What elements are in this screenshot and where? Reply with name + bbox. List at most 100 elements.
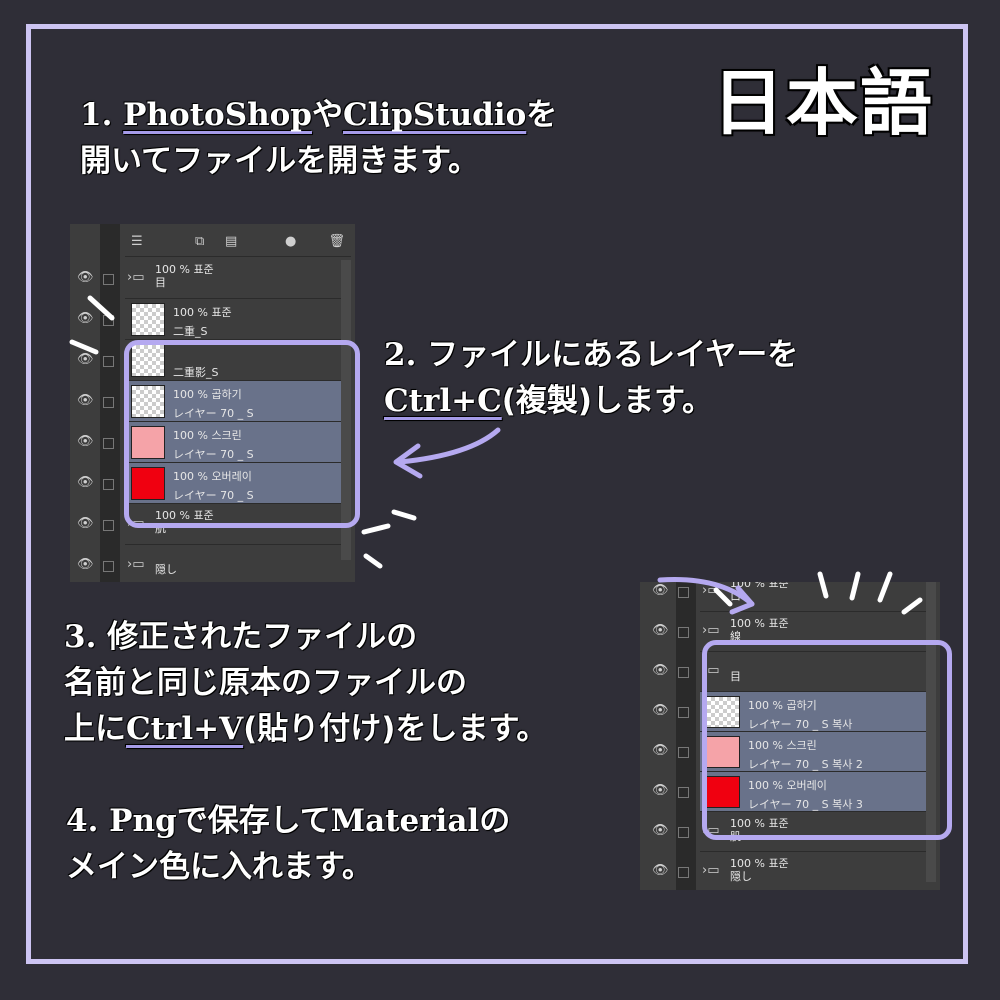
- visibility-eye-icon[interactable]: 👁: [652, 783, 669, 798]
- visibility-eye-icon[interactable]: 👁: [77, 351, 94, 367]
- step-1-wo: を: [526, 97, 558, 133]
- step-1-ya: や: [311, 97, 343, 133]
- layer-lock-checkbox[interactable]: [678, 667, 689, 678]
- visibility-eye-icon[interactable]: 👁: [77, 515, 94, 531]
- step-3-line1: 修正されたファイルの: [107, 619, 418, 655]
- step-2-paren: (複製): [501, 383, 593, 419]
- trash-icon[interactable]: 🗑: [328, 234, 345, 249]
- visibility-eye-icon[interactable]: 👁: [652, 583, 669, 598]
- layer-lock-checkbox[interactable]: [678, 627, 689, 638]
- layer-row[interactable]: 👁 100 % 오버레이 レイヤー 70 _ S: [77, 463, 341, 504]
- step-2-line1: ファイルにあるレイヤーを: [427, 337, 799, 373]
- visibility-eye-icon[interactable]: 👁: [77, 474, 94, 490]
- layer-thumbnail: [131, 385, 165, 418]
- layer-name: レイヤー 70 _ S 복사 3: [748, 798, 863, 811]
- new-layer-icon[interactable]: ⧉: [195, 234, 205, 249]
- layer-lock-checkbox[interactable]: [678, 587, 689, 598]
- png-label: Png: [109, 803, 177, 839]
- folder-icon[interactable]: ›▭: [702, 623, 720, 638]
- visibility-eye-icon[interactable]: 👁: [77, 310, 94, 326]
- step-4-number: 4.: [66, 803, 99, 839]
- layer-name: 目: [155, 276, 166, 289]
- visibility-eye-icon[interactable]: 👁: [652, 863, 669, 878]
- layer-name: 目: [730, 670, 741, 683]
- ctrl-c-label: Ctrl+C: [384, 383, 502, 419]
- new-folder-icon[interactable]: ▤: [225, 234, 238, 249]
- layer-toolbar: ☰ ⧉ ▤ ● 🗑: [125, 230, 351, 257]
- step-2-tail: します。: [592, 383, 713, 419]
- layer-lock-checkbox[interactable]: [103, 396, 114, 408]
- layer-name: 二重影_S: [173, 366, 219, 379]
- visibility-eye-icon[interactable]: 👁: [652, 623, 669, 638]
- selection-highlight-2: [702, 640, 952, 840]
- step-2-number: 2.: [384, 337, 417, 373]
- layer-thumbnail: [131, 303, 165, 336]
- layer-name: レイヤー 70 _ S 복사: [748, 718, 853, 731]
- layer-name: 二重_S: [173, 325, 208, 338]
- selection-highlight-1: [124, 340, 360, 528]
- layer-lock-checkbox[interactable]: [103, 560, 114, 572]
- step-3-pre: 上に: [64, 711, 126, 747]
- layer-lock-checkbox[interactable]: [103, 355, 114, 367]
- panel-scrollbar[interactable]: [341, 260, 351, 560]
- layer-menu-icon[interactable]: ☰: [131, 234, 143, 249]
- layer-lock-checkbox[interactable]: [678, 867, 689, 878]
- visibility-eye-icon[interactable]: 👁: [652, 823, 669, 838]
- visibility-eye-icon[interactable]: 👁: [77, 556, 94, 572]
- visibility-eye-icon[interactable]: 👁: [652, 663, 669, 678]
- layer-name: 隠し: [155, 563, 177, 576]
- step-3-line2: 名前と同じ原本のファイルの: [64, 665, 467, 701]
- layer-lock-checkbox[interactable]: [103, 273, 114, 285]
- layer-blend-mode: 100 % 표준: [730, 857, 789, 870]
- folder-icon[interactable]: ›▭: [702, 863, 720, 878]
- layer-name: 肌: [155, 522, 166, 535]
- layer-blend-mode: 100 % 표준: [155, 509, 214, 522]
- layer-name: レイヤー 70 _ S: [173, 489, 254, 502]
- layer-thumbnail: [131, 467, 165, 500]
- layer-blend-mode: 100 % 표준: [730, 817, 789, 830]
- layer-row[interactable]: 👁 ›▭ 隠し: [77, 545, 341, 582]
- panel-scrollbar[interactable]: [926, 582, 936, 882]
- step-1-number: 1.: [80, 97, 113, 133]
- mask-icon[interactable]: ●: [285, 234, 297, 249]
- folder-icon[interactable]: ›▭: [127, 269, 145, 285]
- layer-lock-checkbox[interactable]: [103, 437, 114, 449]
- step-2: 2. ファイルにあるレイヤーを Ctrl+C(複製)します。: [384, 332, 798, 424]
- step-4: 4. Pngで保存してMaterialの メイン色に入れます。: [66, 798, 510, 890]
- visibility-eye-icon[interactable]: 👁: [652, 743, 669, 758]
- layer-lock-checkbox[interactable]: [678, 787, 689, 798]
- layer-lock-checkbox[interactable]: [678, 747, 689, 758]
- visibility-eye-icon[interactable]: 👁: [77, 392, 94, 408]
- layer-name: レイヤー 70 _ S 복사 2: [748, 758, 863, 771]
- layer-name: レイヤー 70 _ S: [173, 448, 254, 461]
- step-3: 3. 修正されたファイルの 名前と同じ原本のファイルの 上にCtrl+V(貼り付…: [64, 614, 547, 752]
- layer-lock-checkbox[interactable]: [103, 478, 114, 490]
- visibility-eye-icon[interactable]: 👁: [77, 269, 94, 285]
- layer-lock-checkbox[interactable]: [678, 707, 689, 718]
- layer-name: 隠し: [730, 870, 752, 883]
- layer-lock-checkbox[interactable]: [678, 827, 689, 838]
- step-4-d: の: [479, 803, 511, 839]
- page-title: 日本語: [711, 61, 934, 145]
- layer-row[interactable]: 👁 100 % 곱하기 レイヤー 70 _ S 복사: [652, 692, 926, 732]
- layer-blend-mode: 100 % 오버레이: [173, 470, 252, 483]
- step-3-number: 3.: [64, 619, 97, 655]
- visibility-eye-icon[interactable]: 👁: [77, 433, 94, 449]
- content-frame: [26, 24, 968, 964]
- visibility-eye-icon[interactable]: 👁: [652, 703, 669, 718]
- layer-blend-mode: 100 % 곱하기: [748, 699, 817, 712]
- layer-lock-checkbox[interactable]: [103, 519, 114, 531]
- folder-icon[interactable]: ›▭: [127, 556, 145, 572]
- clipstudio-label: ClipStudio: [342, 97, 527, 133]
